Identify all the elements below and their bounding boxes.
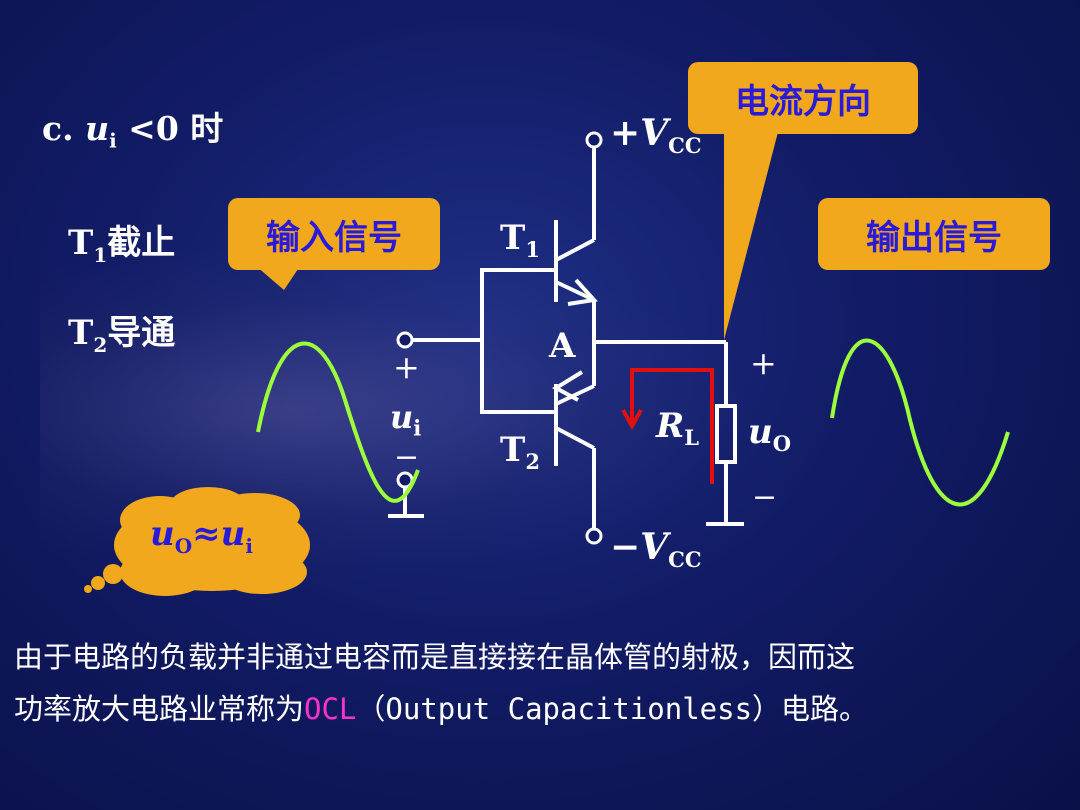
t2-state-label: T2导通	[68, 313, 176, 357]
t2-emitter-arrow	[552, 370, 584, 402]
input-wave	[256, 341, 420, 503]
current-direction-arrow	[630, 368, 714, 484]
vcc-pos-terminal	[585, 131, 603, 149]
input-voltage-label: ui	[390, 398, 422, 441]
t1-state-label: T1截止	[68, 223, 176, 267]
t1-label: T1	[500, 218, 540, 262]
input-minus-sign: −	[394, 440, 420, 475]
load-resistor-label: RL	[656, 406, 700, 450]
output-minus-sign: −	[752, 480, 778, 515]
current-direction-callout: 电流方向	[688, 62, 918, 134]
section-heading: c. ui <0 时	[42, 109, 224, 153]
input-pos-terminal	[396, 331, 414, 349]
ocl-highlight: OCL	[304, 692, 357, 726]
node-a-label: A	[549, 326, 576, 366]
approx-equation: uO≈ui	[150, 514, 253, 558]
thought-cloud	[84, 487, 310, 596]
body-text-line-2: 功率放大电路业常称为OCL（Output Capacitionless）电路。	[14, 692, 869, 726]
output-wave	[830, 338, 1010, 507]
t1-emitter-arrow	[567, 278, 598, 306]
body-text-line-1: 由于电路的负载并非通过电容而是直接接在晶体管的射极，因而这	[14, 640, 856, 674]
output-voltage-label: uO	[748, 412, 792, 456]
input-plus-sign: +	[393, 348, 420, 386]
input-signal-callout: 输入信号	[228, 198, 440, 270]
vcc-neg-terminal	[585, 527, 603, 545]
load-resistor	[715, 404, 737, 464]
output-plus-sign: +	[750, 344, 777, 382]
input-callout-tail	[256, 266, 300, 290]
vcc-neg-label: −VCC	[610, 526, 702, 573]
output-signal-callout: 输出信号	[818, 198, 1050, 270]
vcc-pos-label: +VCC	[610, 112, 702, 159]
current-callout-tail	[724, 132, 778, 340]
t2-label: T2	[500, 430, 540, 474]
